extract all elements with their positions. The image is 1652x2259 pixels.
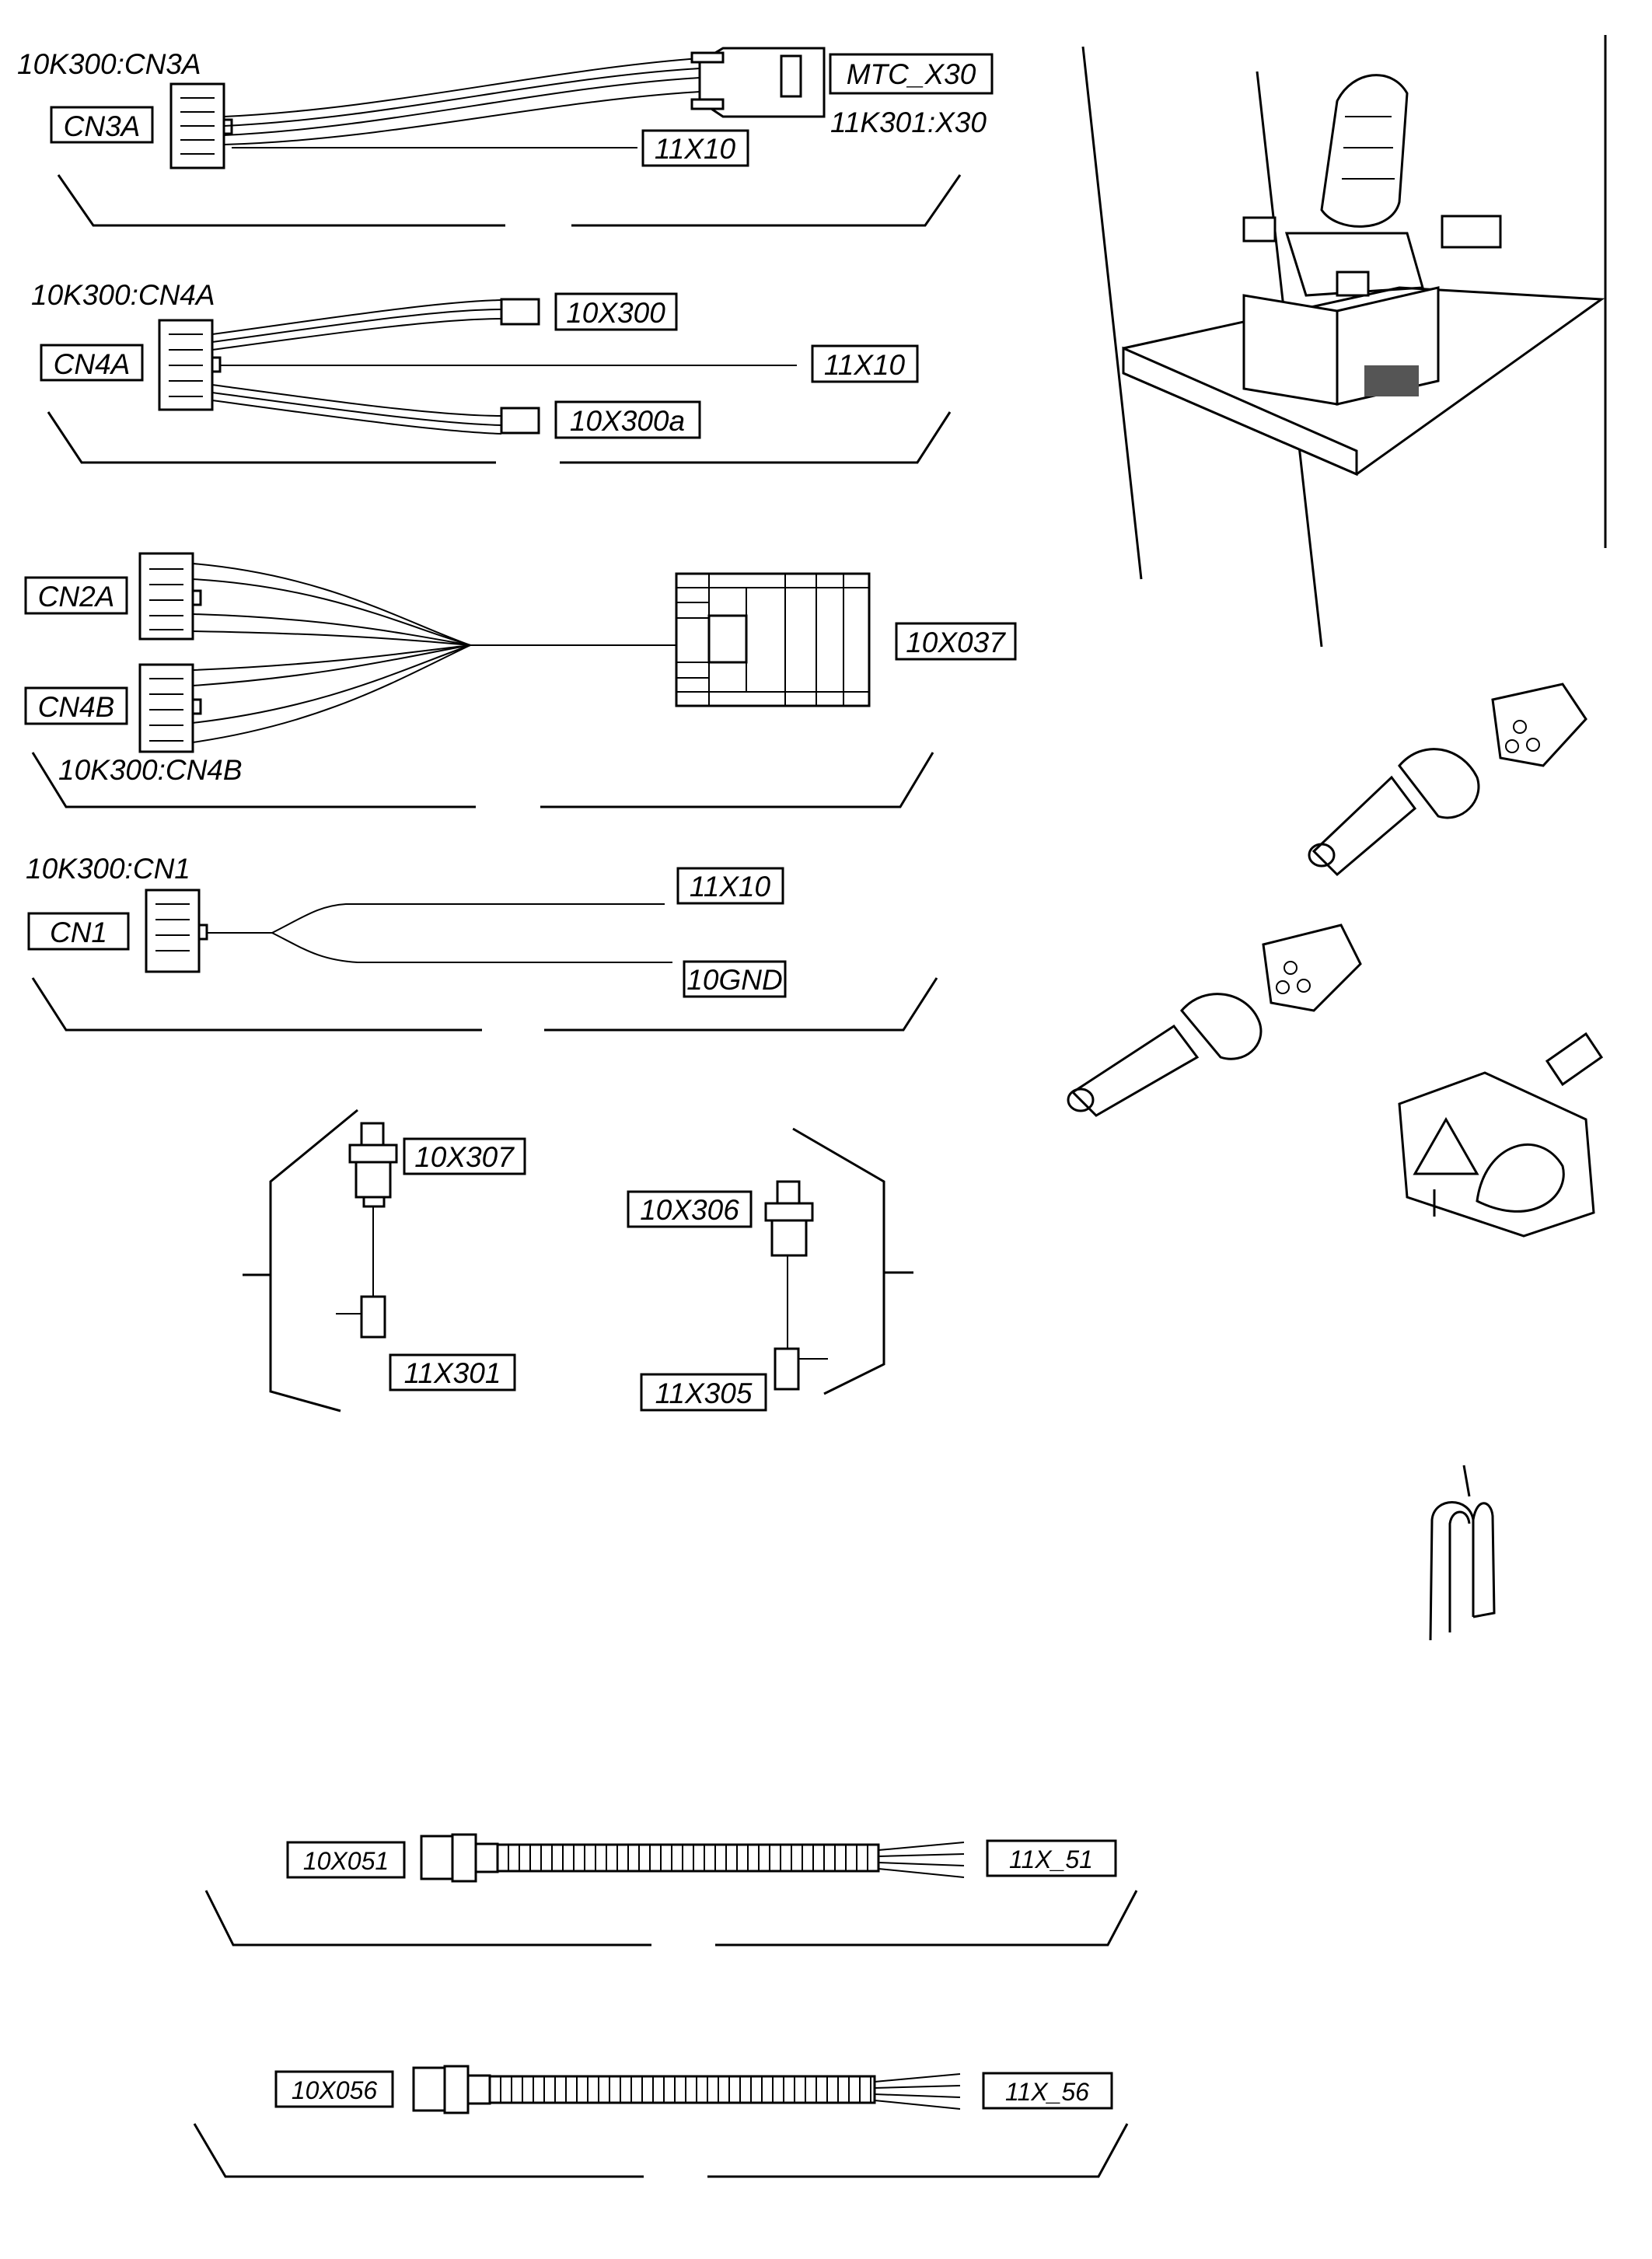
harness-cn3a-end-a-box	[829, 53, 994, 95]
harness-cn3a-ground-box	[641, 129, 749, 167]
harness-cn3a-end-a-label: MTC_X30	[847, 58, 976, 90]
harness-cn4a-plug-connector	[158, 319, 222, 411]
operator-cab-illustration	[1081, 35, 1607, 648]
cable-56-start-box	[274, 2070, 394, 2108]
harness-cn4b-plug-connector	[138, 663, 202, 753]
lead-right-bottom-box	[640, 1373, 767, 1412]
cable-56-connector	[412, 2065, 491, 2114]
harness-cn3a-plug-label-box	[50, 106, 154, 144]
cable-56-wire-ends	[874, 2073, 961, 2110]
harness-10x037-connector	[675, 572, 871, 707]
lead-right-bottom-connector	[774, 1347, 800, 1391]
cable-51-start-label: 10X051	[303, 1847, 389, 1875]
cable-56-conduit	[488, 2075, 876, 2104]
harness-cn2a-plug-label-box	[24, 576, 128, 615]
harness-cn4a-bracket	[47, 411, 952, 464]
lead-left-top-label: 10X307	[414, 1141, 515, 1173]
connector-illustration-1	[1308, 683, 1587, 877]
cable-56-bracket	[193, 2123, 1129, 2178]
connector-illustration-3	[1398, 1032, 1604, 1238]
harness-cn1: 10K300:CN1 CN1 11X10 10GND	[26, 853, 938, 1032]
cab-floor-plate	[1441, 215, 1502, 249]
lead-left-bottom-box	[389, 1353, 516, 1391]
seat-icon	[1242, 74, 1424, 297]
cable-56-end-box	[982, 2072, 1113, 2110]
harness-cn1-ref: 10K300:CN1	[26, 853, 190, 885]
harness-cn4a: 10K300:CN4A CN4A 10X300 11X10 10X300	[31, 279, 952, 464]
harness-cn4a-end-a-box	[554, 292, 678, 331]
cable-51-bracket	[204, 1890, 1138, 1947]
harness-cn3a-plug-label: CN3A	[64, 110, 141, 142]
harness-cn3a-end-a-ref: 11K301:X30	[830, 106, 987, 138]
harness-cn1-end-a-label: 11X10	[690, 871, 771, 903]
harness-cn1-end-b-label: 10GND	[686, 964, 782, 996]
harness-cn4a-wires	[211, 299, 797, 435]
harness-cn2a-cn4b-bracket	[31, 752, 934, 808]
lead-right-top-connector	[764, 1180, 814, 1257]
harness-cn2a-plug-label: CN2A	[38, 581, 115, 613]
cable-51-connector	[420, 1833, 499, 1883]
harness-cn1-end-a-box	[676, 867, 784, 905]
harness-cn1-bracket	[31, 977, 938, 1032]
lead-right-top-box	[627, 1190, 753, 1228]
harness-cn3a-ground-label: 11X10	[655, 133, 736, 165]
harness-cn4a-end-c-label: 10X300a	[570, 405, 685, 437]
console-icon	[1242, 286, 1440, 406]
harness-10x037-box	[895, 622, 1017, 661]
harness-cn2a-plug-connector	[138, 552, 202, 641]
cable-51-wire-ends	[878, 1842, 965, 1878]
harness-10x037-label: 10X037	[906, 627, 1006, 658]
lead-left-bottom-label: 11X301	[404, 1357, 501, 1389]
harness-cn3a-sub-d-connector	[690, 47, 826, 118]
harness-cn4b-plug-label: CN4B	[38, 691, 115, 723]
lead-left-bottom-connector	[360, 1295, 386, 1339]
lead-right-top-label: 10X306	[640, 1194, 739, 1226]
harness-cn4a-end-c-box	[554, 400, 701, 439]
harness-cn1-end-b-box	[683, 960, 787, 998]
harness-cn4a-end-b-label: 11X10	[824, 349, 906, 381]
lead-left-top-connector	[348, 1122, 398, 1208]
connector-illustration-2	[1067, 924, 1362, 1117]
harness-cn4a-ref: 10K300:CN4A	[31, 279, 215, 311]
cable-56-start-label: 10X056	[292, 2076, 378, 2104]
harness-cn4b-ref: 10K300:CN4B	[58, 754, 243, 786]
harness-cn1-wires	[207, 903, 672, 963]
harness-cn3a-wires	[223, 58, 700, 148]
lead-left: 10X307 11X301	[243, 1109, 526, 1412]
harness-cn2a-cn4b-wires	[192, 563, 676, 743]
harness-cn4a-end-b-box	[811, 344, 919, 383]
harness-cn4a-end-a-plug	[500, 298, 540, 326]
harness-cn2a-cn4b: CN2A CN4B	[24, 552, 1017, 808]
edge-trim-illustration	[1429, 1465, 1496, 1641]
cable-51: 10X051 11X_51	[204, 1833, 1138, 1947]
cable-51-end-label: 11X_51	[1009, 1845, 1093, 1873]
harness-cn3a-plug-connector	[169, 82, 233, 169]
harness-cn3a-ref: 10K300:CN3A	[17, 48, 201, 80]
lead-right: 10X306 11X305	[627, 1127, 913, 1412]
harness-cn3a: 10K300:CN3A CN3A MTC_X30 11K301:X30	[17, 47, 994, 227]
harness-cn1-plug-label-box	[27, 912, 130, 951]
harness-cn1-plug-label: CN1	[50, 917, 107, 948]
harness-cn4a-plug-label: CN4A	[54, 348, 131, 380]
harness-cn4a-end-a-label: 10X300	[566, 297, 665, 329]
cable-56: 10X056 11X_56	[193, 2065, 1129, 2178]
cable-56-end-label: 11X_56	[1005, 2078, 1089, 2106]
cable-51-end-box	[986, 1839, 1117, 1877]
harness-cn3a-bracket	[57, 174, 962, 227]
lead-left-top-box	[403, 1137, 526, 1175]
harness-cn4b-plug-label-box	[24, 686, 128, 725]
harness-cn4a-plug-label-box	[40, 344, 144, 382]
harness-cn1-plug-connector	[145, 889, 208, 973]
lead-right-bottom-label: 11X305	[655, 1377, 753, 1409]
cable-51-conduit	[496, 1843, 880, 1873]
cable-51-start-box	[286, 1841, 406, 1879]
harness-cn4a-end-c-plug	[500, 407, 540, 435]
